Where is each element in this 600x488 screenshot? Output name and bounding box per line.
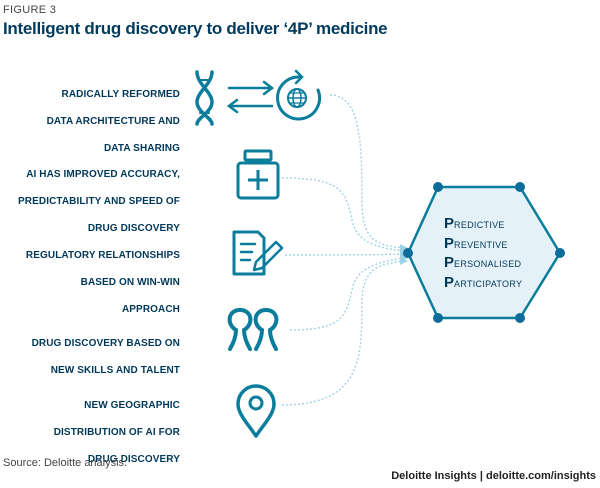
row-label-regulatory: REGULATORY RELATIONSHIPS BASED ON WIN-WI… (25, 249, 180, 315)
dna-globe-exchange-icon (195, 69, 322, 126)
connector-line-2 (281, 177, 407, 252)
hexagon-vertex-dot (403, 248, 413, 258)
row-label-data-architecture: RADICALLY REFORMED DATA ARCHITECTURE AND… (46, 88, 180, 154)
hexagon-vertex-dot (515, 313, 525, 323)
hexagon-vertex-dot (515, 182, 525, 192)
hexagon-vertex-dot (433, 313, 443, 323)
connector-lines (281, 94, 407, 406)
row-label-ai-accuracy: AI HAS IMPROVED ACCURACY, PREDICTABILITY… (18, 168, 180, 234)
hexagon-vertex-dot (555, 248, 565, 258)
figure-label: FIGURE 3 (3, 4, 57, 16)
hexagon-item-personalised: Personalised (444, 254, 522, 271)
medicine-bottle-icon (236, 149, 280, 200)
location-pin-icon (236, 384, 276, 438)
page-title: Intelligent drug discovery to deliver ‘4… (3, 19, 388, 38)
hexagon-item-predictive: Predictive (444, 215, 505, 232)
connector-line-1 (329, 94, 407, 249)
connector-line-3 (284, 253, 407, 256)
hexagon-text: Predictive Preventive Personalised Parti… (444, 214, 522, 292)
hexagon-item-preventive: Preventive (444, 234, 508, 252)
row-label-skills-talent: DRUG DISCOVERY BASED ON NEW SKILLS AND T… (31, 337, 180, 376)
hexagon (403, 182, 565, 323)
people-icon (227, 307, 279, 351)
connector-line-4 (289, 257, 407, 331)
source-note: Source: Deloitte analysis. (3, 457, 128, 469)
document-pencil-icon (232, 230, 284, 276)
connector-line-5 (281, 260, 407, 406)
row-label-geographic: NEW GEOGRAPHIC DISTRIBUTION OF AI FOR DR… (53, 399, 180, 465)
hexagon-vertex-dot (433, 182, 443, 192)
credit-line: Deloitte Insights | deloitte.com/insight… (391, 470, 596, 482)
hexagon-item-participatory: Participatory (444, 273, 523, 291)
